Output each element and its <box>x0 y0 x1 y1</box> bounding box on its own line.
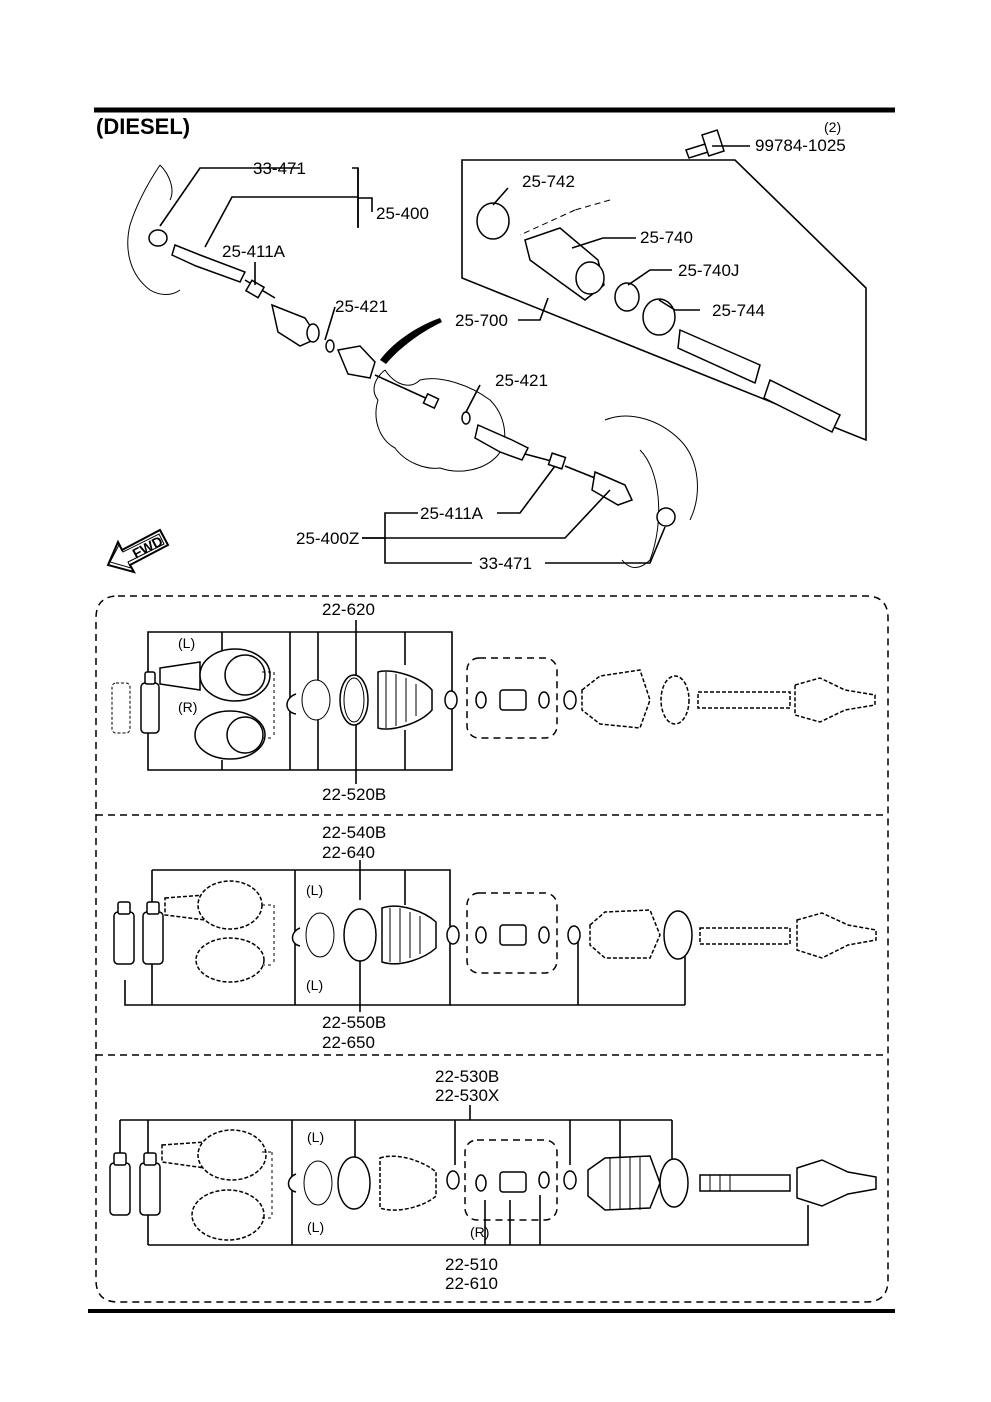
label-22-540b: 22-540B <box>322 823 386 842</box>
kit-panel-1: 22-620 22-520B (L) (R) <box>111 600 876 804</box>
label-25-421-a: 25-421 <box>335 297 388 316</box>
label-22-520b: 22-520B <box>322 785 386 804</box>
label-25-740j: 25-740J <box>678 261 739 280</box>
label-22-530b: 22-530B <box>435 1067 499 1086</box>
tag-l-top: (L) <box>307 1129 324 1145</box>
intermediate-shaft-box <box>461 159 867 442</box>
label-25-400: 25-400 <box>376 204 429 223</box>
right-hub-outline <box>604 415 698 521</box>
label-25-700: 25-700 <box>455 311 508 330</box>
tag-l-bottom: (L) <box>307 1219 324 1235</box>
label-25-421-b: 25-421 <box>495 371 548 390</box>
label-25-744: 25-744 <box>712 301 765 320</box>
tag-l-top: (L) <box>306 882 323 898</box>
label-25-411a-bottom: 25-411A <box>420 504 484 523</box>
tag-r: (R) <box>470 1224 489 1240</box>
diff-flange <box>336 345 376 379</box>
label-22-620: 22-620 <box>322 600 375 619</box>
label-25-742: 25-742 <box>522 172 575 191</box>
right-hub-seal <box>656 507 676 527</box>
part-25-742-icon <box>476 202 510 240</box>
intermediate-shaft <box>677 328 761 385</box>
label-22-550b: 22-550B <box>322 1013 386 1032</box>
kit-panel-frame <box>95 595 889 1303</box>
label-25-400z: 25-400Z <box>296 529 359 548</box>
label-bolt-qty: (2) <box>824 119 841 135</box>
left-damper <box>244 279 266 299</box>
left-inner-cup <box>306 323 320 343</box>
tag-l: (L) <box>178 635 195 651</box>
label-22-530x: 22-530X <box>435 1086 499 1105</box>
part-25-744-seal <box>642 298 676 336</box>
label-22-650: 22-650 <box>322 1033 375 1052</box>
kit-panel-3: 22-530B 22-530X 22-510 22-610 (L) (L) (R… <box>109 1067 877 1293</box>
left-inner-boot <box>270 303 320 347</box>
transmission-outline <box>373 369 506 472</box>
section-title: (DIESEL) <box>96 114 190 139</box>
label-22-610: 22-610 <box>445 1274 498 1293</box>
label-bolt-part: 99784-1025 <box>755 136 846 155</box>
label-25-740: 25-740 <box>640 228 693 247</box>
tag-l-bottom: (L) <box>306 977 323 993</box>
tag-r: (R) <box>178 699 197 715</box>
fwd-arrow-icon: FWD <box>106 528 170 574</box>
right-damper <box>547 452 567 470</box>
left-outer-joint <box>171 243 247 283</box>
kit-panel-2: 22-540B 22-640 22-550B 22-650 (L) (L) <box>113 823 877 1052</box>
clip-25-421-a <box>325 339 335 353</box>
right-outer-boot <box>591 470 634 506</box>
label-25-411a-top: 25-411A <box>222 242 286 261</box>
arc-marker <box>380 318 442 364</box>
label-22-510: 22-510 <box>445 1255 498 1274</box>
left-hub-outline <box>127 164 181 295</box>
bolt-icon <box>685 143 709 159</box>
clip-25-421-b <box>461 411 471 425</box>
label-33-471-top: 33-471 <box>253 159 306 178</box>
left-hub-seal <box>148 229 168 247</box>
part-25-740j-bearing <box>614 282 640 312</box>
label-22-640: 22-640 <box>322 843 375 862</box>
label-33-471-bottom: 33-471 <box>479 554 532 573</box>
right-inner-boot <box>474 423 530 461</box>
exploded-view: 33-471 25-400 25-411A 25-421 25-421 25-7… <box>106 119 867 574</box>
